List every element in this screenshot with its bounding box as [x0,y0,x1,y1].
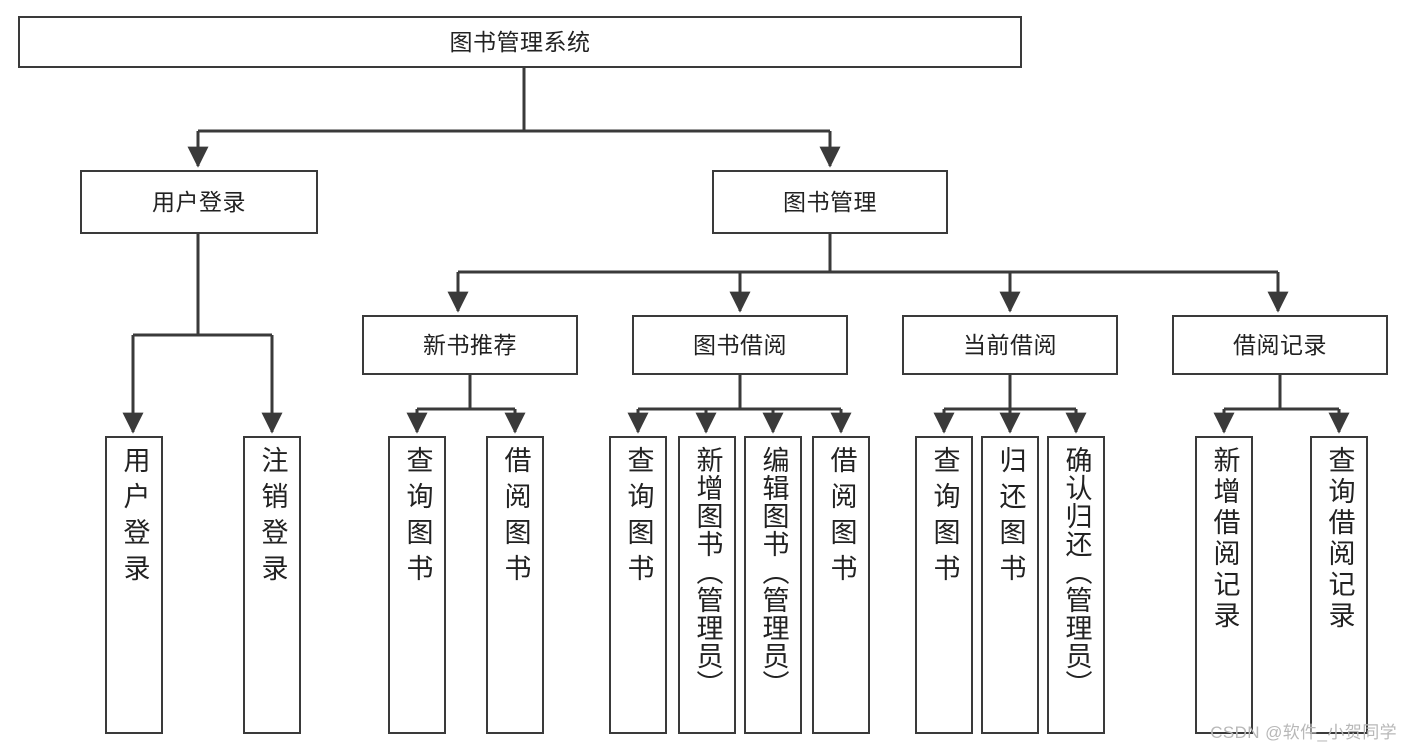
node-leaf-query-book[interactable]: 查询图书 [609,436,667,734]
node-book-manage-label: 图书管理 [783,188,877,215]
node-leaf-confirm-return[interactable]: 确认归还（管理员） [1047,436,1105,734]
node-leaf-confirm-return-label: 确认归还（管理员） [1061,446,1092,698]
node-root[interactable]: 图书管理系统 [18,16,1022,68]
node-leaf-logout-label: 注销登录 [257,446,288,590]
node-leaf-query-record-label: 查询借阅记录 [1324,446,1355,632]
node-new-book-rec-label: 新书推荐 [423,331,517,358]
node-leaf-add-record[interactable]: 新增借阅记录 [1195,436,1253,734]
node-leaf-borrow-book[interactable]: 借阅图书 [812,436,870,734]
node-new-book-rec[interactable]: 新书推荐 [362,315,578,375]
node-book-manage[interactable]: 图书管理 [712,170,948,234]
node-leaf-borrow-book-rec-label: 借阅图书 [500,446,531,590]
node-current-borrow-label: 当前借阅 [963,331,1057,358]
node-leaf-user-login[interactable]: 用户登录 [105,436,163,734]
node-leaf-query-record[interactable]: 查询借阅记录 [1310,436,1368,734]
node-book-borrow-label: 图书借阅 [693,331,787,358]
node-borrow-record[interactable]: 借阅记录 [1172,315,1388,375]
node-leaf-add-record-label: 新增借阅记录 [1209,446,1240,632]
node-leaf-edit-book[interactable]: 编辑图书（管理员） [744,436,802,734]
node-leaf-user-login-label: 用户登录 [119,446,150,590]
node-leaf-add-book[interactable]: 新增图书（管理员） [678,436,736,734]
node-leaf-return-book[interactable]: 归还图书 [981,436,1039,734]
node-user-login[interactable]: 用户登录 [80,170,318,234]
watermark: CSDN @软件_小贺同学 [1210,723,1397,742]
edges-group [122,68,1350,434]
node-book-borrow[interactable]: 图书借阅 [632,315,848,375]
node-leaf-logout[interactable]: 注销登录 [243,436,301,734]
node-root-label: 图书管理系统 [449,28,591,55]
node-leaf-add-book-label: 新增图书（管理员） [692,446,723,698]
node-leaf-query-book-rec-label: 查询图书 [402,446,433,590]
node-leaf-query-book-rec[interactable]: 查询图书 [388,436,446,734]
node-leaf-query-book-cur-label: 查询图书 [929,446,960,590]
node-current-borrow[interactable]: 当前借阅 [902,315,1118,375]
node-leaf-query-book-label: 查询图书 [623,446,654,590]
node-leaf-edit-book-label: 编辑图书（管理员） [758,446,789,698]
node-borrow-record-label: 借阅记录 [1233,331,1327,358]
node-leaf-borrow-book-rec[interactable]: 借阅图书 [486,436,544,734]
node-leaf-borrow-book-label: 借阅图书 [826,446,857,590]
node-leaf-return-book-label: 归还图书 [995,446,1026,590]
node-leaf-query-book-cur[interactable]: 查询图书 [915,436,973,734]
node-user-login-label: 用户登录 [152,188,246,215]
